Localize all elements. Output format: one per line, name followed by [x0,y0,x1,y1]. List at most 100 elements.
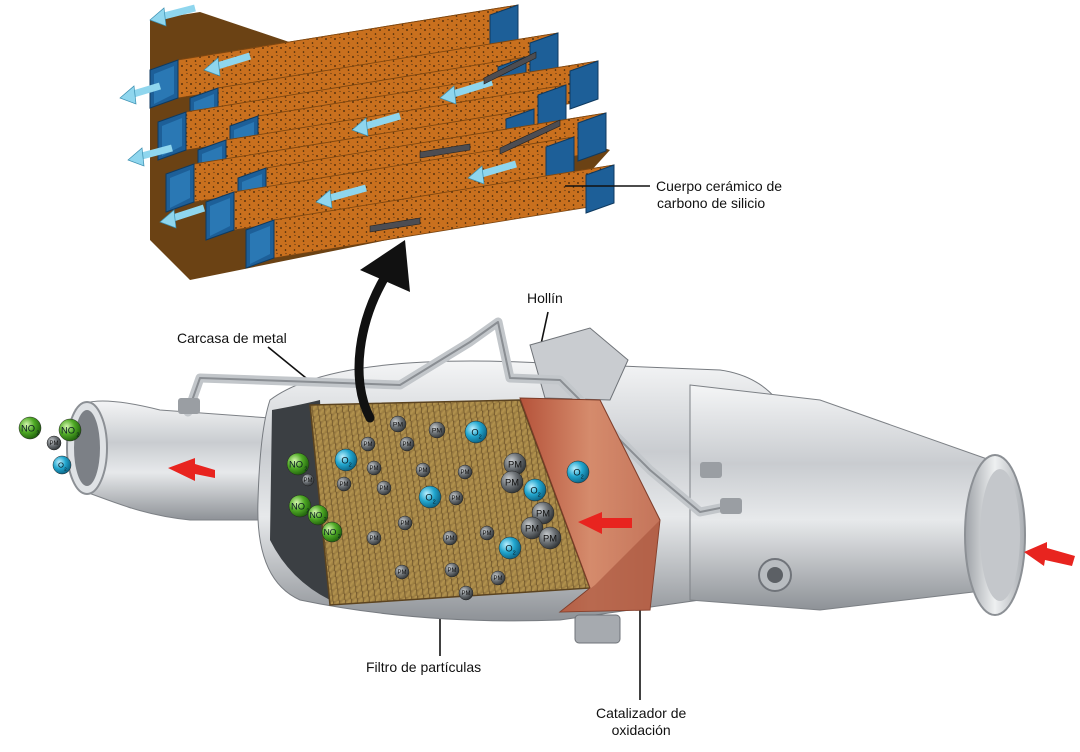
svg-text:O: O [58,461,64,470]
cutaway-section [270,397,661,613]
pm-particle: PM [360,436,376,452]
o2-molecule: O2 [566,460,590,484]
svg-text:PM: PM [393,421,404,428]
svg-text:PM: PM [448,568,457,574]
svg-text:O: O [573,467,580,477]
svg-text:NO: NO [289,459,303,469]
label-oxidation-line2: oxidación [611,722,671,738]
no2-molecule: NO2 [286,452,310,476]
svg-text:2: 2 [479,435,482,441]
svg-text:2: 2 [64,466,67,471]
svg-text:PM: PM [403,442,412,448]
svg-text:PM: PM [525,523,539,533]
svg-text:NO: NO [291,501,305,511]
svg-text:2: 2 [36,431,39,437]
no2-molecule: NO2 [288,494,312,518]
pm-particle: PM [399,436,415,452]
svg-text:2: 2 [349,463,352,469]
label-ceramic-line2: carbono de silicio [657,195,766,211]
soot-deposit [369,51,561,233]
flow-arrow-icon [119,4,517,229]
pm-particle: PM [538,526,562,550]
pm-particle: PM [46,435,62,451]
label-ceramic-body: Cuerpo cerámico de carbono de silicio [656,178,782,212]
svg-text:PM: PM [483,531,492,537]
ceramic-channel [205,136,575,241]
pm-particle: PM [394,564,410,580]
pm-particle: PM [336,476,352,492]
label-soot: Hollín [527,290,563,306]
svg-text:PM: PM [432,427,443,434]
label-oxidation-catalyst: Catalizador de oxidación [596,705,686,739]
no2-molecule: NO2 [58,418,82,442]
svg-text:NO: NO [61,425,75,435]
svg-text:2: 2 [538,493,541,499]
svg-text:PM: PM [380,486,389,492]
svg-text:2: 2 [513,551,516,557]
pm-particle: PM [503,452,527,476]
svg-text:NO: NO [324,527,337,537]
pm-particle: PM [490,570,506,586]
svg-text:2: 2 [76,433,79,439]
svg-text:PM: PM [398,570,407,576]
label-ceramic-line1: Cuerpo cerámico de [656,178,783,194]
pm-particle: PM [389,415,407,433]
pm-particle: PM [500,470,524,494]
svg-text:PM: PM [50,441,59,447]
o2-molecule: O2 [523,478,547,502]
pm-particle: PM [376,480,392,496]
o2-molecule: O2 [418,485,442,509]
o2-molecule: O2 [498,536,522,560]
label-oxidation-line1: Catalizador de [596,705,687,721]
svg-text:2: 2 [304,467,307,473]
svg-text:PM: PM [494,576,503,582]
svg-text:PM: PM [452,496,461,502]
o2-molecule: O2 [464,420,488,444]
svg-text:PM: PM [370,466,379,472]
svg-text:PM: PM [446,536,455,542]
no2-molecule: NO2 [18,416,42,440]
ceramic-channel [245,164,615,269]
label-particle-filter: Filtro de partículas [366,659,482,675]
pm-particle: PM [397,515,413,531]
svg-text:O: O [530,485,537,495]
svg-text:PM: PM [508,459,522,469]
svg-text:2: 2 [433,500,436,506]
svg-text:NO: NO [310,510,323,520]
pm-particle: PM [301,473,315,487]
svg-text:O: O [341,455,348,465]
svg-text:O: O [471,427,478,437]
svg-text:PM: PM [340,482,349,488]
pm-particle: PM [457,464,473,480]
pm-particle: PM [448,490,464,506]
svg-text:PM: PM [505,477,519,487]
svg-text:PM: PM [364,442,373,448]
pm-particle: PM [415,462,431,478]
o2-molecule: O2 [334,448,358,472]
red-flow-arrow-icon [168,458,1075,566]
label-metal-housing: Carcasa de metal [177,330,287,346]
pm-particle: PM [479,525,495,541]
pm-particle: PM [520,516,544,540]
svg-text:PM: PM [462,591,471,597]
svg-text:NO: NO [21,423,35,433]
svg-text:PM: PM [304,478,313,484]
pm-particle: PM [366,460,382,476]
svg-text:2: 2 [581,475,584,481]
svg-text:PM: PM [370,536,379,542]
svg-text:O: O [425,492,432,502]
pm-particle: PM [366,530,382,546]
pm-particle: PM [442,530,458,546]
pm-particle: PM [428,421,446,439]
pm-particle: PM [458,585,474,601]
curved-arrow-icon [354,240,410,423]
svg-text:PM: PM [461,470,470,476]
ceramic-honeycomb-block [119,4,615,280]
pm-particle: PM [444,562,460,578]
